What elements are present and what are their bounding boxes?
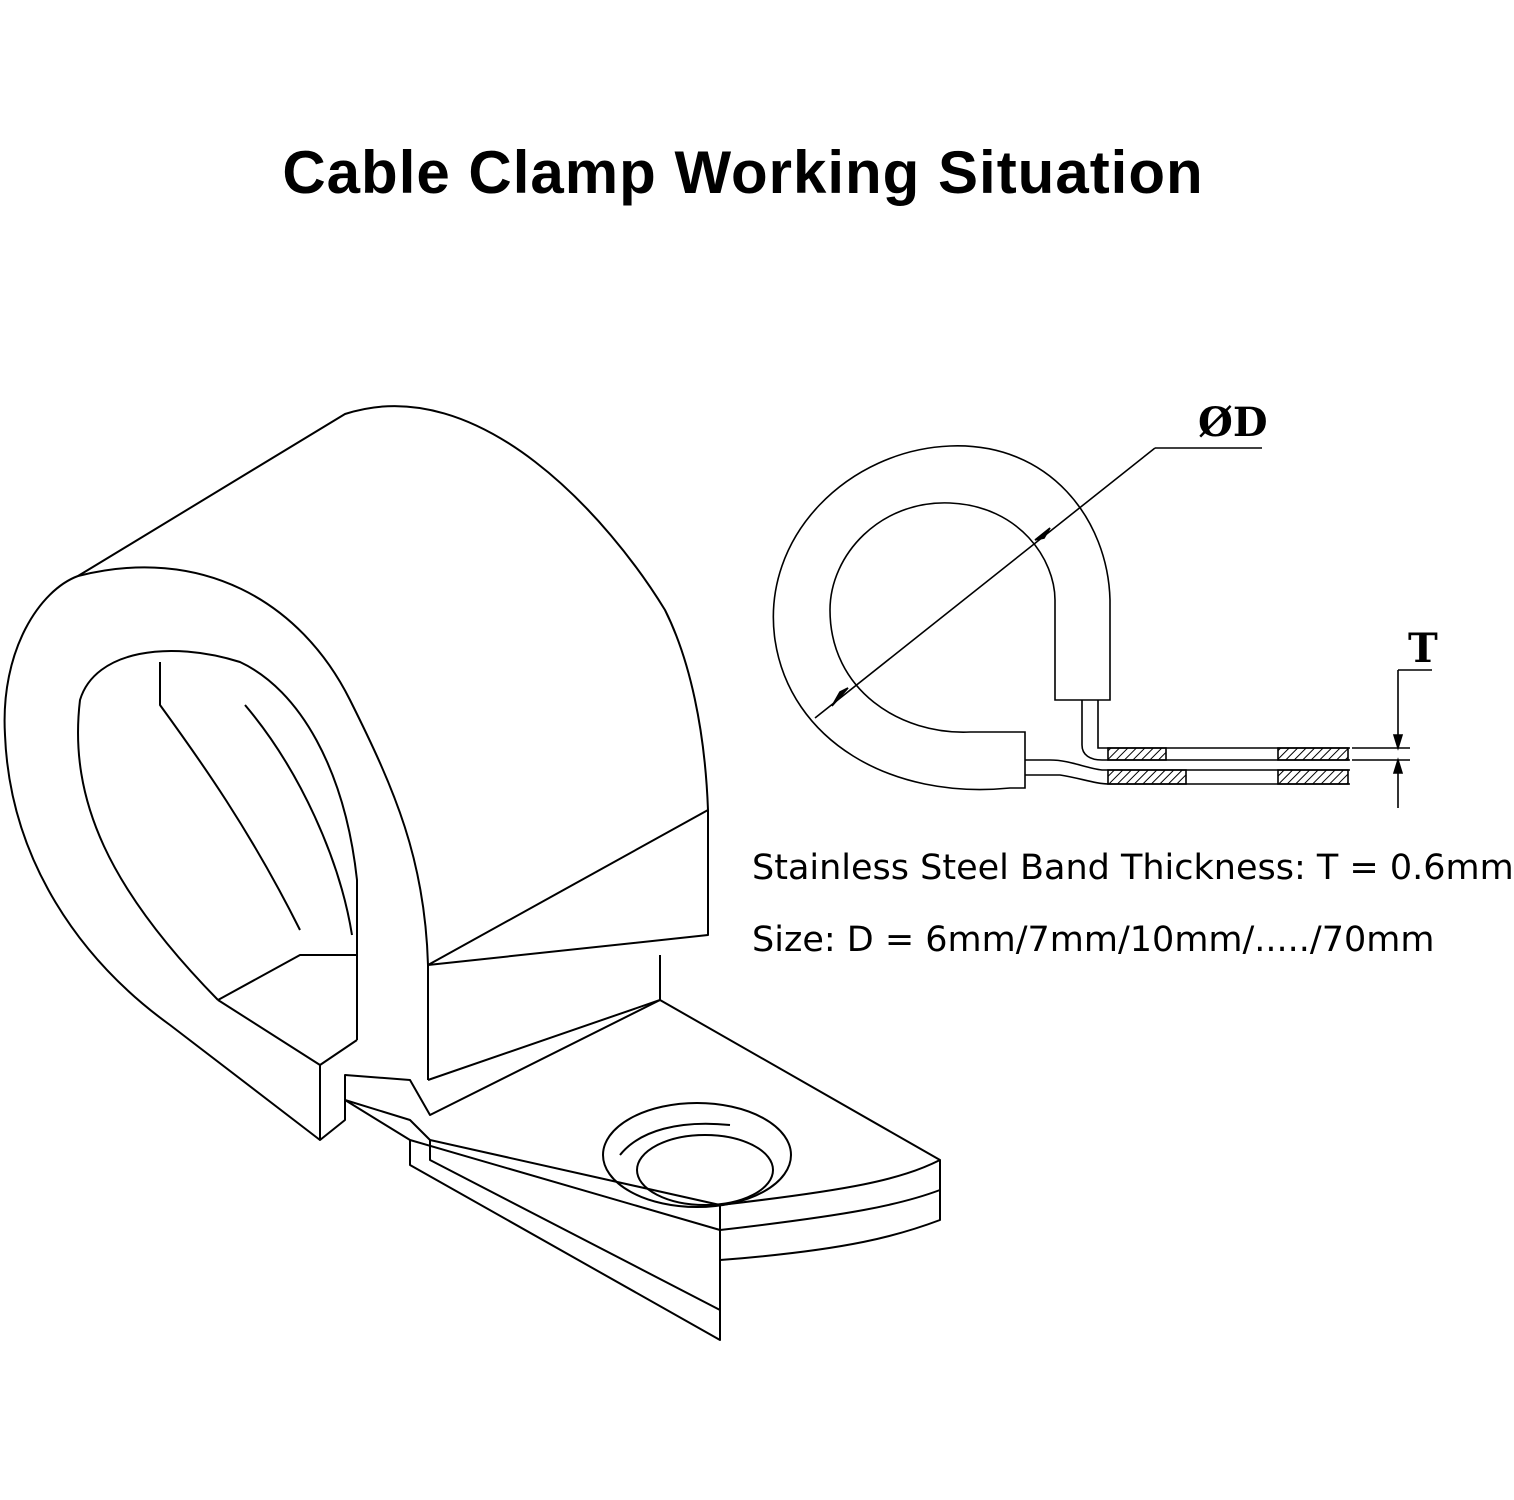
section-outer bbox=[772, 445, 1111, 791]
cushion-lower-top bbox=[217, 999, 358, 1066]
cushion-lower-front bbox=[319, 1065, 346, 1141]
metal-tab-edge-lower bbox=[719, 1190, 941, 1261]
diameter-arrow-a bbox=[831, 687, 849, 707]
section-band-top-inner bbox=[1097, 700, 1350, 749]
mounting-hole-outer bbox=[602, 1102, 792, 1208]
mounting-hole-inner bbox=[636, 1134, 774, 1206]
spec-thickness: Stainless Steel Band Thickness: T = 0.6m… bbox=[752, 848, 1514, 888]
isometric-clamp bbox=[3, 405, 941, 1341]
metal-tab-edge bbox=[719, 1160, 941, 1231]
hatch-left-bottom bbox=[1107, 769, 1187, 785]
tunnel-line-a bbox=[159, 662, 301, 931]
hatch-right-top bbox=[1277, 747, 1349, 761]
hatch-right-bottom bbox=[1277, 769, 1349, 785]
section-band-top bbox=[1081, 700, 1350, 761]
page-title: Cable Clamp Working Situation bbox=[282, 139, 1204, 206]
metal-tab-top bbox=[344, 999, 941, 1206]
cushion-band-line bbox=[427, 809, 709, 966]
cushion-top bbox=[77, 405, 709, 811]
cushion-right bbox=[427, 810, 709, 966]
cushion-front-inner bbox=[77, 649, 358, 1040]
diameter-label: ØD bbox=[1198, 399, 1268, 446]
tunnel-line-b bbox=[244, 704, 353, 936]
metal-tab-side-lower-b bbox=[429, 1140, 721, 1311]
cross-section bbox=[772, 445, 1432, 808]
thickness-label: T bbox=[1408, 625, 1438, 672]
thickness-arrow-top bbox=[1392, 734, 1404, 751]
hatch-left-top bbox=[1107, 747, 1167, 761]
metal-tab-side bbox=[344, 1099, 721, 1231]
cushion-front-outer bbox=[3, 566, 429, 1141]
metal-tab-side-lower bbox=[409, 1140, 721, 1341]
section-band-bottom bbox=[1025, 759, 1350, 771]
spec-size: Size: D = 6mm/7mm/10mm/...../70mm bbox=[752, 920, 1435, 960]
tunnel-line-c bbox=[217, 954, 357, 1001]
thickness-arrow-bottom bbox=[1392, 757, 1404, 774]
diameter-arrow-b bbox=[1034, 527, 1051, 541]
mounting-hole-depth bbox=[619, 1122, 731, 1156]
diameter-dim-line bbox=[814, 447, 1156, 719]
